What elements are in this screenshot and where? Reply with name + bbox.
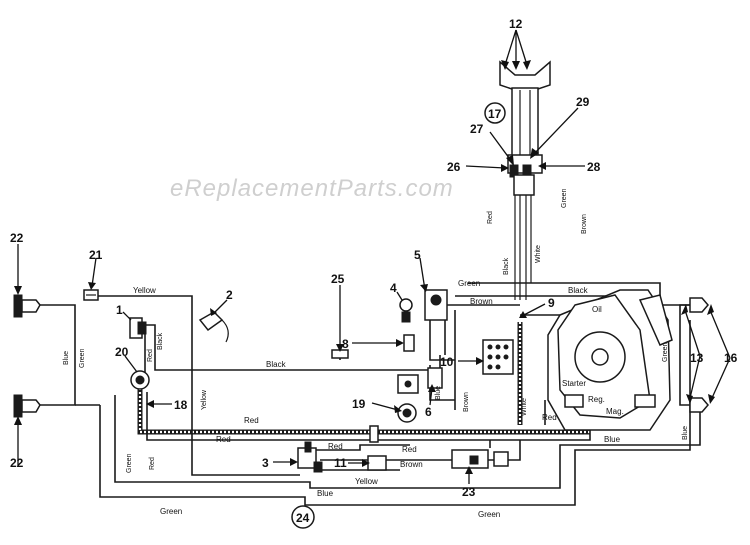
engine-label-starter: Starter [562, 379, 586, 388]
callout-3: 3 [262, 456, 269, 470]
label-brown-6: Brown [463, 392, 470, 412]
label-white-mast: White [535, 245, 542, 263]
label-green-lower-left: Green [126, 453, 133, 473]
callout-17: 17 [488, 107, 502, 121]
label-black-mast: Black [503, 257, 510, 275]
rear-light-bottom [689, 397, 709, 413]
solenoid-23 [451, 449, 509, 469]
plug-8 [403, 334, 415, 352]
switch-1 [129, 317, 147, 339]
label-yellow-top: Yellow [133, 286, 156, 295]
callout-numbers: 22 22 21 1 2 20 18 3 25 4 5 8 9 10 6 19 … [10, 17, 738, 529]
label-green-right: Green [662, 342, 669, 362]
wiring-harness [40, 195, 701, 506]
callout-leaders [14, 29, 731, 484]
rear-light-top [689, 297, 709, 313]
callout-11: 11 [334, 456, 347, 470]
label-red-mast: Red [487, 211, 494, 224]
callout-27: 27 [470, 122, 484, 136]
callout-16: 16 [724, 351, 738, 365]
callout-2: 2 [226, 288, 233, 302]
callout-24-circle [291, 505, 315, 529]
label-white-engine: White [521, 398, 528, 416]
label-green-mast: Green [561, 188, 568, 208]
engine [547, 289, 673, 431]
label-green-bottom-1: Green [160, 507, 182, 516]
sender-20 [130, 370, 150, 390]
label-brown-top: Brown [470, 297, 493, 306]
label-black-right: Black [568, 286, 589, 295]
terminal-block-10 [482, 339, 514, 375]
callout-6: 6 [425, 405, 432, 419]
label-red-switch1: Red [147, 349, 154, 362]
callout-4: 4 [390, 281, 397, 295]
callout-26: 26 [447, 160, 461, 174]
callout-28: 28 [587, 160, 601, 174]
label-black-switch1: Black [157, 332, 164, 350]
label-green-left: Green [79, 348, 86, 368]
callout-21: 21 [89, 248, 103, 262]
label-green-top: Green [458, 279, 480, 288]
callout-17-circle [484, 102, 506, 124]
callout-10: 10 [440, 355, 454, 369]
harness-connector [369, 425, 379, 443]
ammeter-19 [397, 403, 417, 423]
switch-11 [367, 455, 387, 471]
callout-13: 13 [690, 351, 704, 365]
light-mast-assembly [499, 60, 551, 196]
callout-22-top: 22 [10, 231, 24, 245]
callout-1: 1 [116, 303, 123, 317]
callout-23: 23 [462, 485, 476, 499]
callout-25: 25 [331, 272, 345, 286]
label-blue-bottom: Blue [317, 489, 334, 498]
label-red-harness-1: Red [244, 416, 259, 425]
headlight-top [13, 294, 41, 318]
label-red-harness-2: Red [216, 435, 231, 444]
callout-5: 5 [414, 248, 421, 262]
callout-12: 12 [509, 17, 523, 31]
engine-label-mag: Mag. [606, 407, 624, 416]
label-black-mid: Black [266, 360, 287, 369]
watermark: eReplacementParts.com [170, 175, 454, 202]
label-brown-mast: Brown [581, 214, 588, 234]
engine-label-oil: Oil [592, 305, 602, 314]
label-yellow-vert: Yellow [201, 389, 208, 410]
callout-20: 20 [115, 345, 129, 359]
connector-21 [83, 289, 99, 301]
label-yellow-bottom: Yellow [355, 477, 378, 486]
label-red-engine: Red [542, 413, 557, 422]
callout-22-bottom: 22 [10, 456, 24, 470]
ignition-switch [399, 289, 448, 323]
label-brown-11: Brown [400, 460, 423, 469]
callout-18: 18 [174, 398, 188, 412]
clip-2 [198, 311, 229, 343]
wire-labels: Yellow Red Black Black Green Black Brown… [63, 188, 689, 519]
headlight-bottom [13, 394, 41, 418]
callout-19: 19 [352, 397, 366, 411]
engine-labels: Oil Starter Reg. Mag. [562, 305, 624, 416]
callout-9: 9 [548, 296, 555, 310]
engine-label-reg: Reg. [588, 395, 605, 404]
label-red-lower-left: Red [149, 457, 156, 470]
switch-6 [397, 367, 443, 394]
callout-24: 24 [296, 511, 310, 525]
callout-29: 29 [576, 95, 590, 109]
label-blue-engine: Blue [604, 435, 621, 444]
label-blue-6: Blue [435, 386, 442, 400]
label-blue-right: Blue [682, 426, 689, 440]
callout-8: 8 [342, 337, 349, 351]
label-red-3: Red [328, 442, 343, 451]
label-red-3b: Red [402, 445, 417, 454]
switch-3 [297, 441, 323, 473]
label-blue-left: Blue [63, 351, 70, 365]
label-green-bottom-2: Green [478, 510, 500, 519]
